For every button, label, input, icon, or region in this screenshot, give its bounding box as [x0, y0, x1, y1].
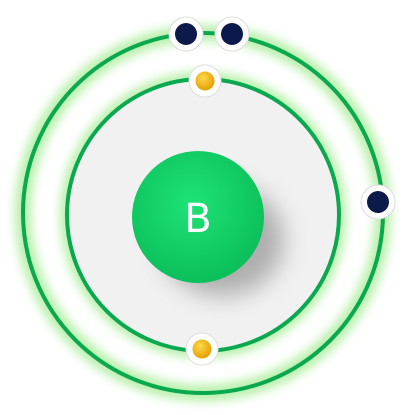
nucleus — [132, 151, 264, 283]
inner-shell-electron — [188, 64, 222, 98]
outer-shell-electron — [214, 16, 250, 52]
inner-shell-electron — [185, 332, 219, 366]
outer-shell-electron — [360, 184, 396, 220]
element-symbol: B — [184, 196, 211, 242]
outer-shell-electron — [168, 16, 204, 52]
